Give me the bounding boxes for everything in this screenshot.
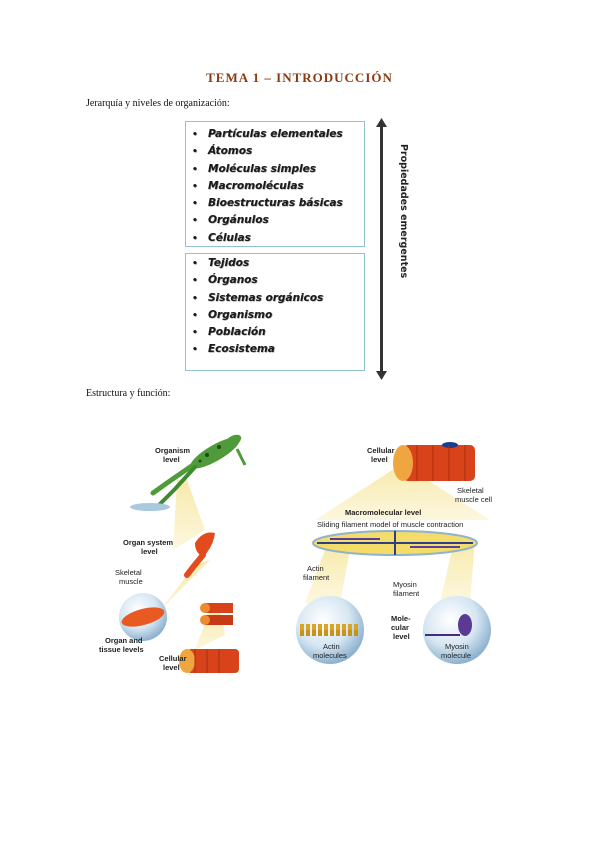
emergent-properties-label: Propiedades emergentes <box>398 144 409 279</box>
hierarchy-item-label: Órganos <box>208 274 258 287</box>
bullet-icon: • <box>192 233 198 244</box>
hierarchy-item-label: Bioestructuras básicas <box>208 197 343 210</box>
actin-molecule-illustration <box>300 624 360 636</box>
myosin-sphere <box>423 596 491 664</box>
hierarchy-item: • Células <box>192 230 364 247</box>
hierarchy-item: • Órganos <box>192 272 364 289</box>
hierarchy-item-label: Átomos <box>208 145 253 158</box>
bullet-icon: • <box>192 130 198 140</box>
hierarchy-item-label: Moléculas simples <box>208 162 316 175</box>
bullet-icon: • <box>192 199 198 210</box>
hierarchy-item-label: Orgánulos <box>208 214 269 227</box>
hierarchy-item: • Partículas elementales <box>192 126 364 143</box>
bullet-icon: • <box>192 293 198 304</box>
muscle-illustration <box>121 607 165 627</box>
bullet-icon: • <box>192 328 198 339</box>
hierarchy-item-label: Partículas elementales <box>208 128 343 140</box>
bullet-icon: • <box>192 345 198 356</box>
hierarchy-item: • Bioestructuras básicas <box>192 195 364 212</box>
label-sliding-filament: Sliding filament model of muscle contrac… <box>317 520 463 529</box>
hierarchy-list-bottom: • Tejidos • Órganos • Sistemas orgánicos • Orga… <box>186 254 364 359</box>
emergent-properties-arrow <box>380 124 383 372</box>
tissue-bundle-illustration <box>200 603 233 625</box>
hierarchy-item: • Población <box>192 324 364 341</box>
cell-large-illustration <box>393 442 475 481</box>
beam-molecular-left <box>305 545 350 603</box>
bullet-icon: • <box>192 259 198 269</box>
bullet-icon: • <box>192 216 198 227</box>
hierarchy-item-label: Organismo <box>208 308 273 321</box>
hierarchy-box-top: • Partículas elementales • Átomos • Moléculas… <box>185 121 365 247</box>
bullet-icon: • <box>192 310 198 321</box>
hierarchy-item-label: Macromoléculas <box>208 179 304 192</box>
frog-illustration <box>130 434 247 511</box>
hierarchy-item: • Orgánulos <box>192 212 364 229</box>
hierarchy-item: • Tejidos <box>192 255 364 272</box>
beam-molecular-right <box>440 540 475 603</box>
arrow-heads <box>376 118 387 380</box>
hierarchy-list-top: • Partículas elementales • Átomos • Moléculas… <box>186 122 364 247</box>
hierarchy-item-label: Ecosistema <box>208 343 275 356</box>
hierarchy-item-label: Células <box>208 231 251 244</box>
leg-illustration <box>184 532 215 578</box>
hierarchy-item: • Moléculas simples <box>192 161 364 178</box>
label-macromolecular-level: Macromolecular level <box>345 508 421 517</box>
hierarchy-item-label: Sistemas orgánicos <box>208 291 324 304</box>
section-heading-structure: Estructura y función: <box>86 388 171 399</box>
hierarchy-item: • Ecosistema <box>192 341 364 358</box>
bullet-icon: • <box>192 164 198 175</box>
hierarchy-item: • Sistemas orgánicos <box>192 290 364 307</box>
hierarchy-item: • Macromoléculas <box>192 178 364 195</box>
bullet-icon: • <box>192 276 198 287</box>
hierarchy-item: • Organismo <box>192 307 364 324</box>
beam-cell-large <box>315 467 490 520</box>
bullet-icon: • <box>192 147 198 158</box>
hierarchy-item: • Átomos <box>192 143 364 160</box>
hierarchy-item-label: Tejidos <box>208 257 250 269</box>
bullet-icon: • <box>192 181 198 192</box>
section-heading-hierarchy: Jerarquía y niveles de organización: <box>86 98 230 109</box>
page-title: TEMA 1 – INTRODUCCIÓN <box>206 70 393 85</box>
sliding-filament-illustration <box>312 530 478 556</box>
hierarchy-box-bottom: • Tejidos • Órganos • Sistemas orgánicos • Orga… <box>185 253 365 371</box>
hierarchy-item-label: Población <box>208 326 266 339</box>
cell-small-illustration <box>179 649 239 673</box>
myosin-molecule-illustration <box>425 614 472 636</box>
beam-organism <box>173 480 205 550</box>
